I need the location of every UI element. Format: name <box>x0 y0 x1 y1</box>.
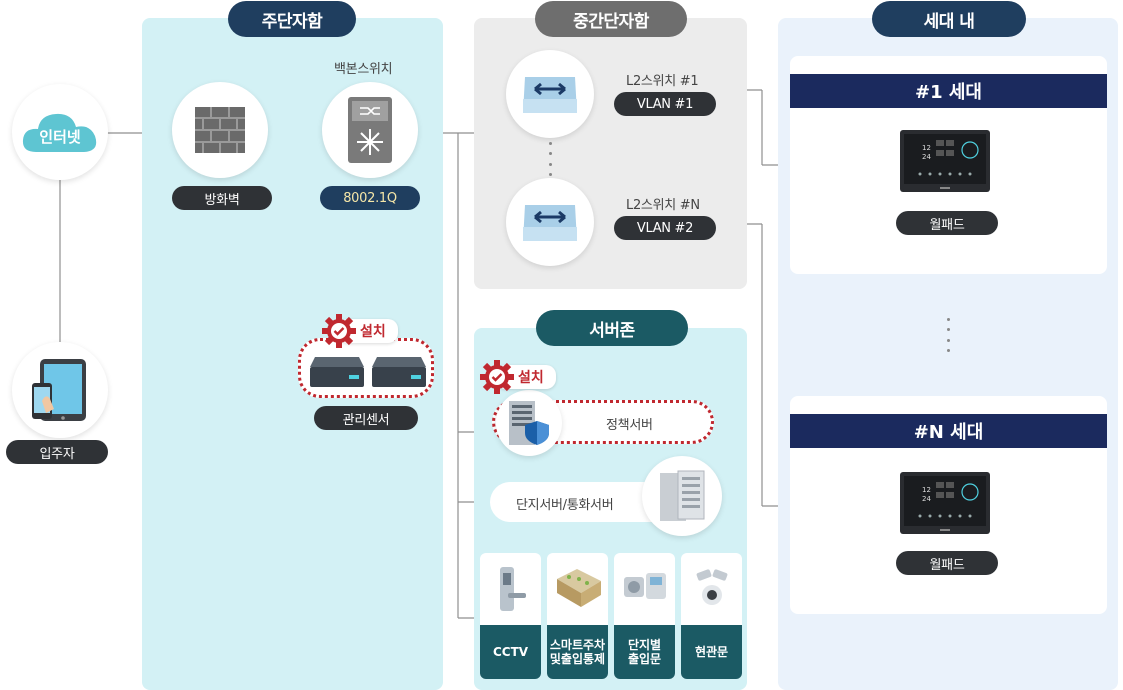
complex-server-label: 단지서버/통화서버 <box>516 498 614 513</box>
wallpad-icon: 12 24 <box>900 472 990 534</box>
door-camera-icon <box>624 573 666 599</box>
complex-server-node <box>642 456 722 536</box>
tile-complex-door: 단지별 출입문 <box>614 553 675 679</box>
unit-n-device: 월패드 <box>896 551 998 575</box>
resident-node <box>12 342 108 438</box>
internet-label: 인터넷 <box>39 128 81 146</box>
tablet-icon <box>32 359 86 421</box>
l2-switch-icon <box>523 77 577 113</box>
mgmt-sensor-label: 관리센서 <box>314 406 418 430</box>
firewall-node <box>172 82 268 178</box>
unit-1-device: 월패드 <box>896 211 998 235</box>
parking-lot-icon <box>557 569 601 607</box>
policy-server-label: 정책서버 <box>606 418 653 433</box>
svg-text:12: 12 <box>922 144 931 152</box>
household-title: 세대 내 <box>872 1 1026 37</box>
tile-parking-label: 스마트주차 및출입통제 <box>547 625 608 679</box>
l2-switch-1-vlan: VLAN #1 <box>614 92 716 116</box>
server-rack-icon <box>660 470 705 521</box>
tile-complex-door-label: 단지별 출입문 <box>614 625 675 679</box>
svg-text:12: 12 <box>922 486 931 494</box>
unit-1-header: #1 세대 <box>790 74 1107 108</box>
l2-switch-icon <box>523 205 577 241</box>
server-zone-title: 서버존 <box>536 310 688 346</box>
l2-switch-n-node <box>506 178 594 266</box>
brick-wall-icon <box>195 107 245 153</box>
gear-check-icon <box>480 360 514 394</box>
backbone-tag: 8002.1Q <box>320 186 420 210</box>
backbone-node <box>322 82 418 178</box>
door-lock-icon <box>500 567 526 611</box>
wallpad-icon: 12 24 <box>900 130 990 192</box>
svg-text:24: 24 <box>922 495 931 503</box>
gear-check-icon <box>322 314 356 348</box>
tile-front-door: 현관문 <box>681 553 742 679</box>
backbone-switch-icon <box>348 97 392 163</box>
unit-ellipsis <box>947 318 950 352</box>
switch-ellipsis <box>549 142 552 176</box>
main-terminal-title: 주단자함 <box>228 1 356 37</box>
internet-node: 인터넷 <box>12 84 108 180</box>
cctv-camera-icon <box>696 569 728 605</box>
firewall-label: 방화벽 <box>172 186 272 210</box>
svg-text:24: 24 <box>922 153 931 161</box>
tile-cctv: CCTV <box>480 553 541 679</box>
policy-install-badge: 설치 <box>480 360 556 394</box>
tile-front-door-label: 현관문 <box>681 625 742 679</box>
l2-switch-n-title: L2스위치 #N <box>626 198 700 213</box>
l2-switch-1-title: L2스위치 #1 <box>626 74 699 89</box>
server-shield-icon <box>509 401 549 445</box>
middle-terminal-title: 중간단자함 <box>535 1 687 37</box>
server-unit-icon-2 <box>372 357 426 387</box>
server-unit-icon-1 <box>310 357 364 387</box>
cloud-icon: 인터넷 <box>22 113 97 152</box>
l2-switch-1-node <box>506 50 594 138</box>
policy-server-node <box>496 390 562 456</box>
unit-n-header: #N 세대 <box>790 414 1107 448</box>
tile-cctv-label: CCTV <box>480 625 541 679</box>
l2-switch-n-vlan: VLAN #2 <box>614 216 716 240</box>
resident-label: 입주자 <box>6 440 108 464</box>
mgmt-sensor-box <box>298 338 434 398</box>
backbone-title: 백본스위치 <box>334 62 393 77</box>
mgmt-install-badge: 설치 <box>322 314 398 348</box>
tile-parking: 스마트주차 및출입통제 <box>547 553 608 679</box>
